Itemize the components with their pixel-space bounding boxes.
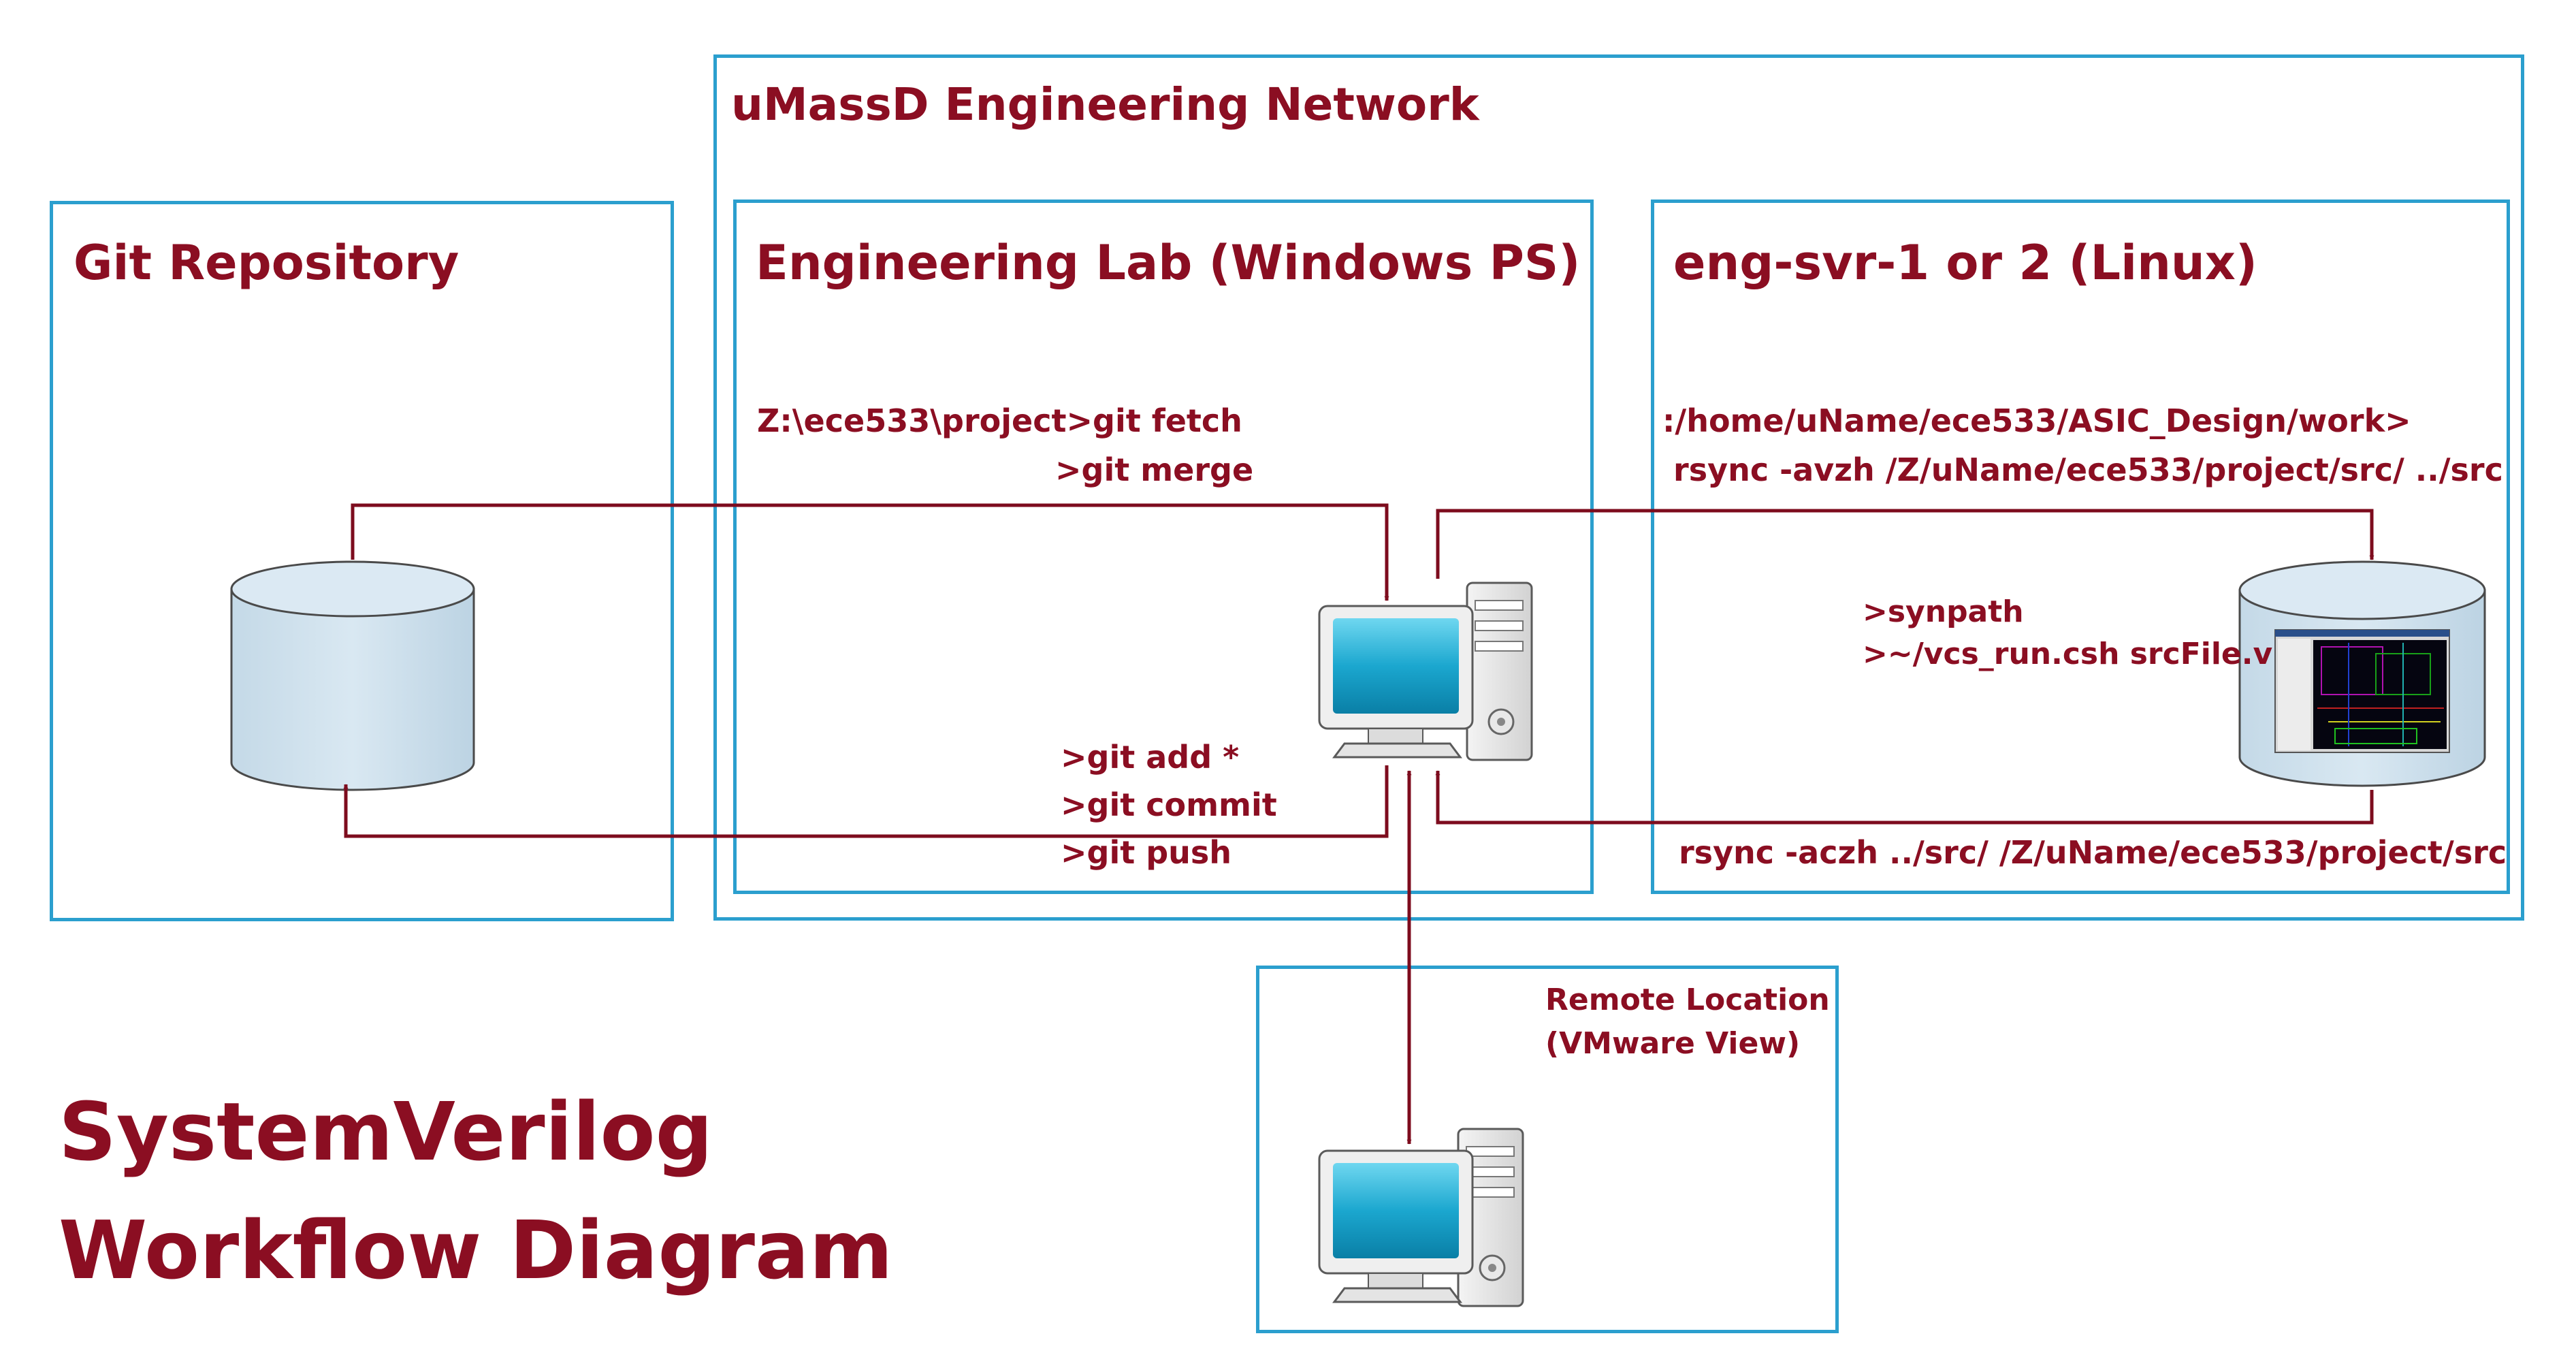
git-add-command: >git add * [1061, 739, 1240, 776]
git-fetch-arrow [351, 503, 1389, 601]
rsync-in-command: rsync -avzh /Z/uName/ece533/project/src/… [1662, 451, 2503, 488]
rsync-to-server-arrow [1436, 509, 2374, 579]
git-fetch-command: Z:\ece533\project>git fetch [757, 402, 1242, 439]
server-title: eng-svr-1 or 2 (Linux) [1673, 235, 2257, 291]
git-repository-frame [50, 201, 674, 921]
rsync-out-command: rsync -aczh ../src/ /Z/uName/ece533/proj… [1679, 834, 2507, 871]
server-frame [1651, 200, 2510, 894]
git-push-command: >git push [1061, 834, 1232, 871]
remote-location-sublabel: (VMware View) [1545, 1026, 1801, 1061]
git-push-arrow [343, 765, 1389, 838]
git-commit-command: >git commit [1061, 786, 1277, 823]
server-working-path: :/home/uName/ece533/ASIC_Design/work> [1662, 402, 2411, 439]
remote-location-frame [1256, 966, 1839, 1333]
lab-computer-icon [1318, 582, 1533, 761]
git-merge-command: >git merge [1055, 451, 1254, 488]
git-repository-title: Git Repository [74, 235, 460, 291]
engineering-lab-title: Engineering Lab (Windows PS) [756, 235, 1581, 291]
network-title: uMassD Engineering Network [731, 78, 1479, 131]
git-repository-database-icon [230, 560, 475, 791]
diagram-title-line1: SystemVerilog [59, 1085, 713, 1179]
vcs-run-command: >~/vcs_run.csh srcFile.v [1863, 637, 2273, 671]
rsync-to-lab-arrow [1435, 770, 2374, 825]
diagram-title-line2: Workflow Diagram [59, 1203, 893, 1297]
network-frame [713, 54, 2524, 921]
synpath-command: >synpath [1863, 594, 2024, 629]
server-database-icon [2238, 560, 2486, 787]
remote-location-label: Remote Location [1545, 983, 1830, 1017]
remote-computer-icon [1318, 1128, 1524, 1307]
engineering-lab-frame [733, 200, 1594, 894]
